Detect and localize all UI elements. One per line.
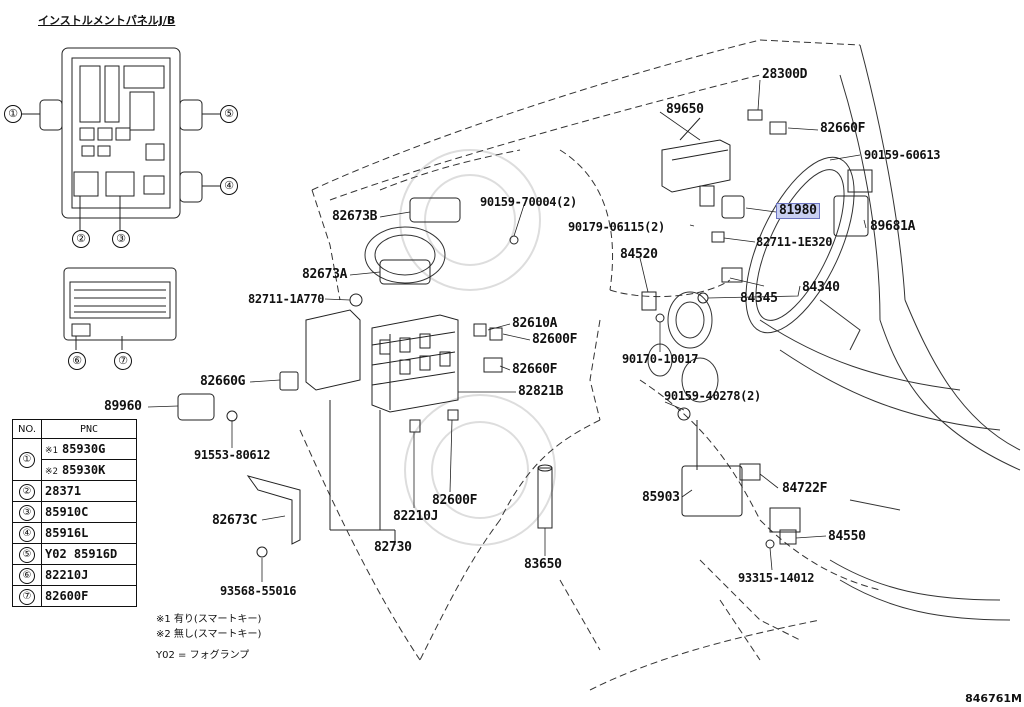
jb-marker-3: ③ [112,230,130,248]
row-pnc[interactable]: 82210J [41,564,137,586]
callout-84520[interactable]: 84520 [620,247,658,262]
callout-84722F[interactable]: 84722F [782,481,828,496]
callout-90179-06115[interactable]: 90179-06115(2) [568,220,665,234]
callout-82660F-top[interactable]: 82660F [820,121,866,136]
ecu-89650 [661,117,731,207]
jb-marker-2: ② [72,230,90,248]
dashboard-outline [299,39,881,691]
callout-82673B[interactable]: 82673B [332,209,378,224]
header-pnc: PNC [41,419,137,439]
watermark [399,149,556,546]
row-no: ④ [12,522,42,544]
jb-center [305,309,459,545]
callout-84340[interactable]: 84340 [802,280,840,295]
note-2: ※2 無し(スマートキー) [156,629,262,640]
row-number: ⑦ [19,588,35,605]
callout-82610A[interactable]: 82610A [512,316,558,331]
callout-89650[interactable]: 89650 [666,102,704,117]
header-no: NO. [12,419,42,439]
callout-82730[interactable]: 82730 [374,540,412,555]
row-pnc[interactable]: 85910C [41,501,137,523]
row-mark: ※1 [45,446,58,456]
callout-85903[interactable]: 85903 [642,490,680,505]
callout-82673C[interactable]: 82673C [212,513,258,528]
row-number: ① [19,452,35,468]
row-no: ② [12,480,42,502]
jb-marker-6: ⑥ [68,352,86,370]
table-row: ② 28371 [12,480,137,502]
row-pnc[interactable]: 82600F [41,585,137,607]
row-pnc[interactable]: Y02 85916D [41,543,137,565]
jb-marker-5: ⑤ [220,105,238,123]
callout-93568-55016[interactable]: 93568-55016 [220,584,297,598]
body-lines [759,44,1021,621]
jb-front [18,47,220,230]
row-number: ⑤ [19,546,35,563]
leader-lines [147,79,867,582]
note-1: ※1 有り(スマートキー) [156,614,262,625]
row-pnc[interactable]: 85916L [41,522,137,544]
pnc-value[interactable]: 85930K [61,463,106,477]
callout-82673A[interactable]: 82673A [302,267,348,282]
callout-82711-1E320[interactable]: 82711-1E320 [756,235,833,249]
row-pnc[interactable]: 28371 [41,480,137,502]
row-number: ② [19,483,35,500]
callout-82660G[interactable]: 82660G [200,374,246,389]
callout-91553-80612[interactable]: 91553-80612 [194,448,271,462]
callout-82711-1A770[interactable]: 82711-1A770 [248,292,325,306]
callout-82821B[interactable]: 82821B [518,384,564,399]
jb-title: インストルメントパネルJ/B [38,14,176,27]
row-no: ① [12,438,42,481]
table-row: ⑤ Y02 85916D [12,543,137,565]
jb-marker-7: ⑦ [114,352,132,370]
callout-89960[interactable]: 89960 [104,399,142,414]
callout-90159-40278[interactable]: 90159-40278(2) [664,389,761,403]
table-row: ③ 85910C [12,501,137,523]
row-no: ⑤ [12,543,42,565]
callout-90159-70004[interactable]: 90159-70004(2) [480,195,577,209]
note-3: Y02 = フォグランプ [156,650,250,661]
jb-marker-1: ① [4,105,22,123]
callout-90170-10017[interactable]: 90170-10017 [622,352,699,366]
callout-82660F-mid[interactable]: 82660F [512,362,558,377]
row-number: ⑥ [19,567,35,584]
callout-84550[interactable]: 84550 [828,529,866,544]
callout-90159-60613[interactable]: 90159-60613 [864,148,941,162]
callout-84345[interactable]: 84345 [740,291,778,306]
table-row: ⑥ 82210J [12,564,137,586]
jb-back [63,267,177,350]
row-mark: ※2 [45,467,58,477]
callout-82600F-mid[interactable]: 82600F [532,332,578,347]
row-no: ⑥ [12,564,42,586]
callout-28300D[interactable]: 28300D [762,67,808,82]
row-no: ③ [12,501,42,523]
callout-83650[interactable]: 83650 [524,557,562,572]
diagram-code: 846761M [965,692,1022,705]
callout-81980[interactable]: 81980 [776,203,820,219]
steering-wheel [745,156,861,351]
pnc-value[interactable]: 85930G [61,442,106,456]
row-no: ⑦ [12,585,42,607]
jb-marker-4: ④ [220,177,238,195]
pnc-table-header: NO. PNC [12,419,137,439]
callout-89681A[interactable]: 89681A [870,219,916,234]
callout-82210J[interactable]: 82210J [393,509,439,524]
callout-93315-14012[interactable]: 93315-14012 [738,571,815,585]
row-number: ④ [19,525,35,542]
callout-82600F-low[interactable]: 82600F [432,493,478,508]
row-number: ③ [19,504,35,521]
table-row: ④ 85916L [12,522,137,544]
table-row: ⑦ 82600F [12,585,137,607]
